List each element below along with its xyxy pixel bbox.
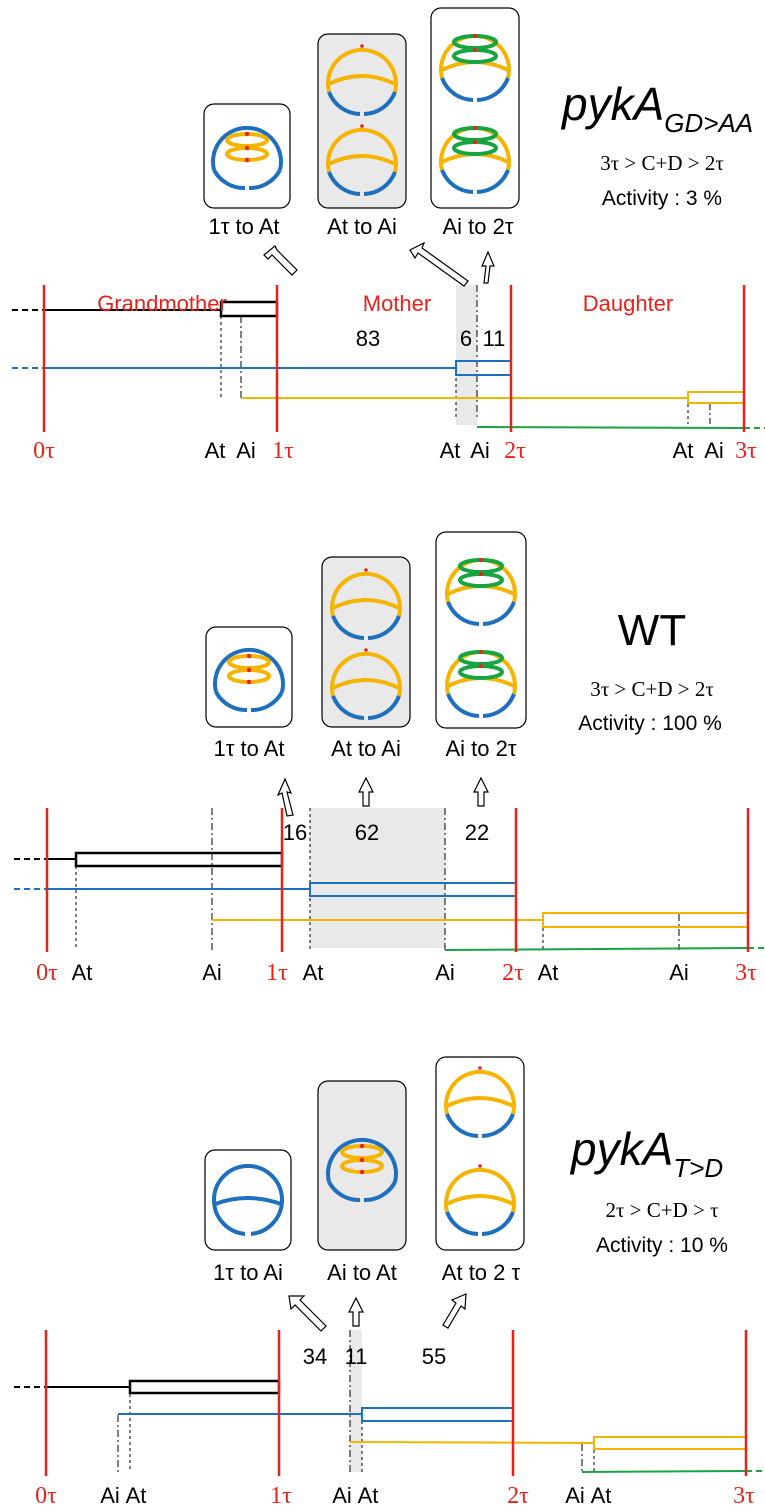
up-arrow (442, 1293, 467, 1329)
time-label: Ai (435, 960, 455, 985)
inset-box (435, 1056, 525, 1251)
time-label: At (440, 438, 461, 463)
up-arrow (263, 245, 298, 276)
arrows (276, 776, 489, 817)
inset-label: 1τ to At (208, 214, 279, 239)
tau-label: 3τ (733, 1483, 755, 1509)
time-label: Ai (100, 1483, 120, 1508)
time-label: At (303, 960, 324, 985)
up-arrow (473, 776, 489, 807)
time-label: Ai (202, 960, 222, 985)
time-label: At (673, 438, 694, 463)
panel-2: 1τ to At At to Ai Ai to 2τ (14, 531, 765, 986)
cell-label: Daughter (583, 291, 674, 316)
tau-label: 2τ (504, 438, 526, 464)
arrows (288, 1293, 467, 1332)
time-label: Ai (669, 960, 689, 985)
inset-label: Ai to 2τ (445, 736, 516, 761)
inset-label: 1τ to Ai (213, 1260, 283, 1285)
inset-label: At to Ai (327, 214, 397, 239)
percentage: 11 (483, 326, 506, 351)
up-arrow (409, 241, 469, 287)
up-arrow (348, 1296, 364, 1327)
shaded-interval (456, 285, 477, 425)
tau-label: 0τ (36, 960, 58, 986)
time-label: Ai (332, 1483, 352, 1508)
tau-label: 1τ (266, 960, 288, 986)
tau-label: 2τ (507, 1483, 529, 1509)
percentage: 6 (460, 326, 472, 351)
panel-3: 1τ to Ai Ai to At At to 2 τ (14, 1056, 765, 1509)
tau-label: 0τ (33, 438, 55, 464)
gene-name: pykAGD>AA (560, 78, 753, 138)
percentage: 83 (356, 326, 380, 351)
cell-label: Grandmother (97, 291, 227, 316)
inset-box (203, 103, 291, 209)
percentage: 16 (283, 820, 307, 845)
percentage: 11 (345, 1344, 368, 1369)
arrows (263, 241, 495, 287)
tau-label: 3τ (735, 438, 757, 464)
gene-name: pykAT>D (569, 1123, 723, 1183)
tau-label: 1τ (270, 1483, 292, 1509)
percentage: 34 (303, 1344, 327, 1369)
inset-label: At to Ai (331, 736, 401, 761)
inset-box-shaded (317, 1080, 407, 1251)
inset-box (205, 626, 293, 728)
percentage: 62 (355, 820, 379, 845)
time-label: At (538, 960, 559, 985)
cell-cycle-condition: 3τ > C+D > 2τ (600, 151, 724, 175)
tau-label: 1τ (272, 438, 294, 464)
time-label: At (72, 960, 93, 985)
panel-1: 1τ to At At to Ai Ai to 2τ (12, 7, 765, 464)
inset-box-shaded (317, 33, 407, 209)
time-label: At (126, 1483, 147, 1508)
up-arrow (276, 777, 294, 817)
time-label: At (205, 438, 226, 463)
percentage: 22 (465, 820, 489, 845)
activity-text: Activity : 100 % (578, 712, 722, 735)
time-label: Ai (704, 438, 724, 463)
cell-label: Mother (363, 291, 431, 316)
tau-label: 3τ (735, 960, 757, 986)
cell-cycle-condition: 2τ > C+D > τ (605, 1198, 718, 1222)
tau-label: 2τ (502, 960, 524, 986)
shaded-interval (350, 1330, 362, 1472)
activity-text: Activity : 3 % (602, 187, 722, 210)
inset-label: Ai to At (327, 1260, 397, 1285)
up-arrow (358, 776, 374, 807)
activity-text: Activity : 10 % (596, 1234, 728, 1257)
inset-label: Ai to 2τ (442, 214, 513, 239)
gene-name: WT (618, 606, 686, 655)
cell-cycle-condition: 3τ > C+D > 2τ (590, 677, 714, 701)
percentage: 55 (422, 1344, 446, 1369)
tau-label: 0τ (35, 1483, 57, 1509)
time-label: Ai (236, 438, 256, 463)
inset-label: At to 2 τ (442, 1260, 521, 1285)
time-label: At (358, 1483, 379, 1508)
up-arrow (288, 1295, 327, 1332)
inset-label: 1τ to At (213, 736, 284, 761)
shaded-interval (310, 808, 445, 948)
time-label: Ai (470, 438, 490, 463)
time-label: At (591, 1483, 612, 1508)
up-arrow (481, 250, 495, 284)
time-label: Ai (565, 1483, 585, 1508)
